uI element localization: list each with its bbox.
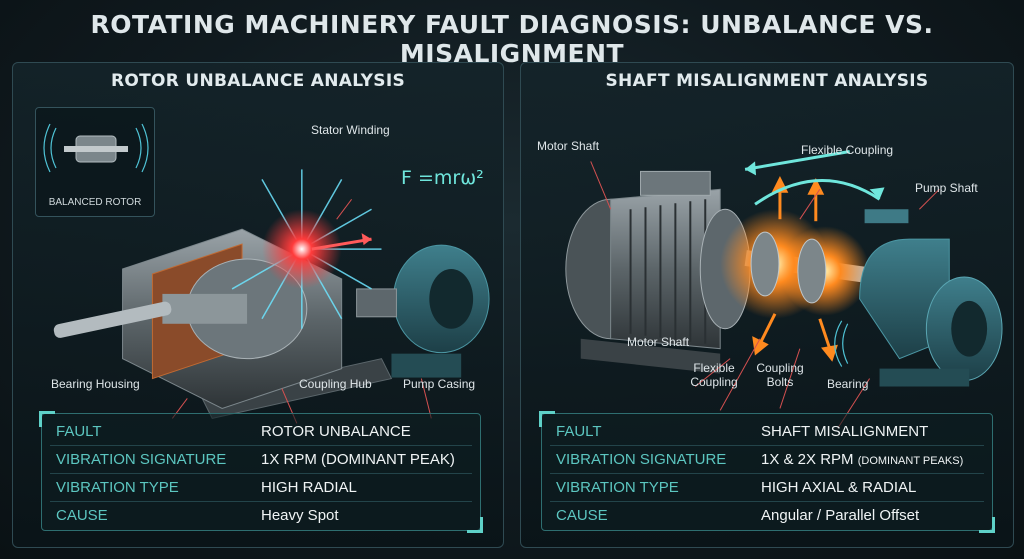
table-row: VIBRATION SIGNATURE 1X & 2X RPM (DOMINAN… <box>556 446 982 472</box>
callout-stator-winding: Stator Winding <box>311 123 390 137</box>
row-divider <box>50 473 472 474</box>
row-value: HIGH AXIAL & RADIAL <box>761 478 917 496</box>
balanced-rotor-label: BALANCED ROTOR <box>48 197 142 208</box>
callout-pump-shaft: Pump Shaft <box>915 181 978 195</box>
row-divider <box>550 501 984 502</box>
shaft-misalignment-panel: SHAFT MISALIGNMENT ANALYSIS <box>520 62 1014 548</box>
table-corner <box>979 517 995 533</box>
panel-title-misalignment: SHAFT MISALIGNMENT ANALYSIS <box>605 71 929 91</box>
row-value: 1X RPM (DOMINANT PEAK) <box>261 450 455 468</box>
callout-coupling-hub: Coupling Hub <box>299 377 372 391</box>
table-corner <box>539 411 555 427</box>
unbalanced-motor-illustration <box>53 169 490 424</box>
row-key: VIBRATION SIGNATURE <box>556 450 727 468</box>
row-key: VIBRATION TYPE <box>556 478 679 496</box>
row-value: 1X & 2X RPM (DOMINANT PEAKS) <box>761 451 982 468</box>
unbalance-data-table: FAULT ROTOR UNBALANCE VIBRATION SIGNATUR… <box>39 411 483 533</box>
rotor-unbalance-panel: ROTOR UNBALANCE ANALYSIS <box>12 62 504 548</box>
row-value-note: (DOMINANT PEAKS) <box>857 454 964 467</box>
callout-bearing-housing: Bearing Housing <box>51 377 140 391</box>
callout-motor-shaft-top: Motor Shaft <box>537 139 600 153</box>
row-divider <box>550 445 984 446</box>
row-divider <box>50 501 472 502</box>
table-corner <box>467 517 483 533</box>
callout-flexible-coupling-bottom: Flexible Coupling <box>690 361 738 389</box>
callout-flexible-coupling-top: Flexible Coupling <box>801 143 894 157</box>
row-key: VIBRATION SIGNATURE <box>56 450 227 468</box>
row-key: FAULT <box>56 422 102 440</box>
row-value: HIGH RADIAL <box>261 478 357 496</box>
row-value-main: 1X & 2X RPM <box>761 450 854 468</box>
table-row: CAUSE Angular / Parallel Offset <box>556 502 982 528</box>
row-key: VIBRATION TYPE <box>56 478 179 496</box>
table-row: FAULT ROTOR UNBALANCE <box>56 418 470 444</box>
row-key: FAULT <box>556 422 602 440</box>
panel-title-unbalance: ROTOR UNBALANCE ANALYSIS <box>110 71 406 91</box>
row-value: Heavy Spot <box>261 506 339 524</box>
misaligned-motor-pump-illustration <box>565 150 1003 429</box>
callout-bearing: Bearing <box>827 377 869 391</box>
page-title: ROTATING MACHINERY FAULT DIAGNOSIS: UNBA… <box>90 10 934 68</box>
row-key: CAUSE <box>556 506 608 524</box>
row-key: CAUSE <box>56 506 108 524</box>
row-value: Angular / Parallel Offset <box>761 506 920 524</box>
row-value: ROTOR UNBALANCE <box>261 422 411 440</box>
table-row: VIBRATION TYPE HIGH AXIAL & RADIAL <box>556 474 982 500</box>
force-formula: F =mrω² <box>401 167 484 189</box>
table-row: VIBRATION SIGNATURE 1X RPM (DOMINANT PEA… <box>56 446 470 472</box>
balanced-rotor-icon <box>43 123 149 173</box>
balanced-rotor-inset: BALANCED ROTOR <box>35 107 155 217</box>
table-row: VIBRATION TYPE HIGH RADIAL <box>56 474 470 500</box>
callout-motor-shaft-bottom: Motor Shaft <box>627 335 690 349</box>
row-value: SHAFT MISALIGNMENT <box>761 422 929 440</box>
callout-coupling-bolts: Coupling Bolts <box>756 361 804 389</box>
table-corner <box>39 411 55 427</box>
callout-pump-casing: Pump Casing <box>403 377 476 391</box>
table-row: CAUSE Heavy Spot <box>56 502 470 528</box>
table-row: FAULT SHAFT MISALIGNMENT <box>556 418 982 444</box>
row-divider <box>50 445 472 446</box>
row-divider <box>550 473 984 474</box>
misalignment-data-table: FAULT SHAFT MISALIGNMENT VIBRATION SIGNA… <box>539 411 995 533</box>
